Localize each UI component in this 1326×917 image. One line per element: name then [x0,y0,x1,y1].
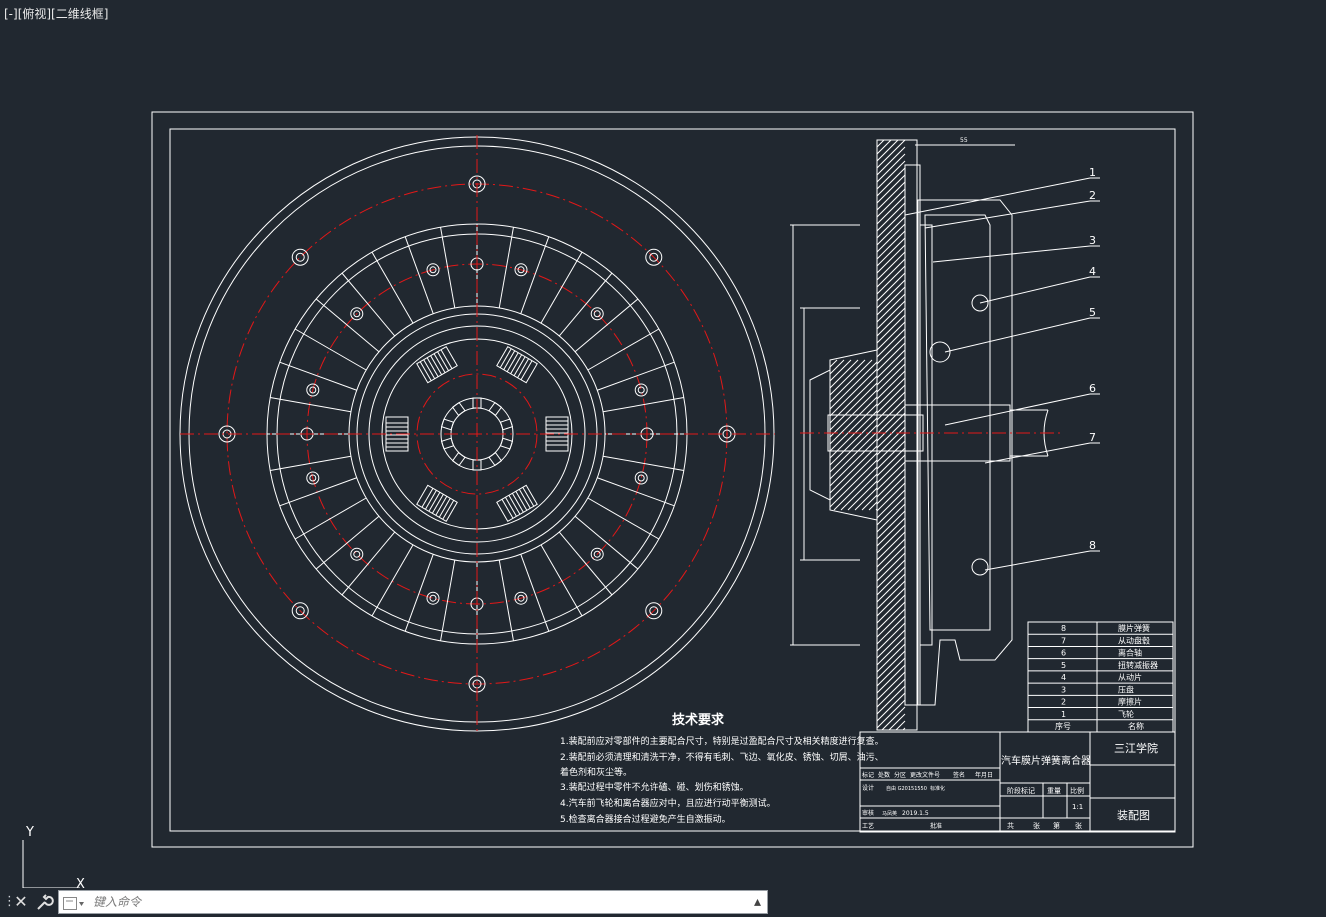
balloon-7: 7 [1089,431,1096,444]
balloon-6: 6 [1089,382,1096,395]
design-label: 设计 [862,784,874,792]
date: 2019.1.5 [902,810,929,817]
stage-label: 阶段标记 [1007,786,1035,795]
command-prompt-icon[interactable] [63,896,85,910]
tech-requirements: 技术要求 1.装配前应对零部件的主要配合尺寸，特别是过盈配合尺寸及相关精度进行复… [560,712,884,825]
balloon-4: 4 [1089,265,1096,278]
parts-list-name: 从动盘毂 [1118,635,1150,645]
tech-req-line: 3.装配过程中零件不允许磕、碰、划伤和锈蚀。 [560,781,749,793]
dim-top: 55 [960,137,968,144]
sheet-inner-border [169,128,1176,832]
parts-list-name: 飞轮 [1118,709,1134,719]
tech-req-line: 5.检查离合器接合过程避免产生自激振动。 [560,813,731,825]
parts-list-no: 1 [1061,710,1066,719]
weight-label: 重量 [1047,787,1061,795]
parts-list-name: 扭转减振器 [1118,660,1158,670]
craft-label: 工艺 [862,822,874,830]
parts-header-name: 名称 [1128,721,1144,731]
parts-list-no: 3 [1061,685,1066,694]
parts-list-no: 4 [1061,673,1066,682]
audit-name: 马凤英 [882,810,897,817]
sheet-text-3: 张 [1075,821,1082,830]
tech-req-line: 1.装配前应对零部件的主要配合尺寸，特别是过盈配合尺寸及相关精度进行复查。 [560,735,884,747]
tech-req-line: 着色剂和灰尘等。 [560,766,632,778]
design-std: 标准化 [930,785,945,792]
sheet-text-1: 张 [1033,821,1040,830]
drawing-title: 汽车膜片弹簧离合器 [1001,754,1091,767]
audit-label: 审核 [862,809,874,817]
parts-list-name: 从动片 [1118,672,1142,682]
tech-req-line: 4.汽车前飞轮和离合器应对中，且应进行动平衡测试。 [560,797,776,809]
title-header-0: 标记 [862,771,874,779]
ucs-y-label: Y [25,825,34,840]
section-view: 55 1 2 3 4 5 6 7 8 [790,137,1100,731]
rivet-holes [300,257,654,611]
command-input[interactable] [93,893,733,911]
parts-list-name: 压盘 [1118,684,1134,694]
drawing-canvas[interactable]: 55 1 2 3 4 5 6 7 8 技术要求 1.装配前应对零部件的主要配合尺寸，特别是过盈… [0,0,1326,888]
wrench-icon[interactable] [33,891,55,913]
sheet-outer-border [151,111,1194,848]
ucs-x-label: X [76,877,85,888]
command-bar: ⋮ ✕ ▴ [0,888,770,916]
damper-springs [385,346,569,522]
balloon-8: 8 [1089,539,1096,552]
design-id: 自由 G20151550 [886,785,927,792]
title-header-1: 处数 [878,771,890,779]
parts-list-name: 离合轴 [1118,648,1142,658]
parts-header-no: 序号 [1055,721,1071,731]
title-header-5: 年月日 [975,771,993,779]
balloon-1: 1 [1089,166,1096,179]
drawing-type: 装配图 [1117,809,1150,822]
ucs-icon: Y X [22,825,85,888]
scale-value: 1:1 [1072,803,1083,811]
balloon-5: 5 [1089,306,1096,319]
parts-list-no: 6 [1061,649,1066,658]
parts-list-no: 7 [1061,636,1066,645]
close-icon[interactable]: ✕ [14,892,28,911]
parts-list-no: 8 [1061,624,1066,633]
outer-bolt-holes [218,175,736,693]
viewport-controls-label[interactable]: [-][俯视][二维线框] [4,7,109,21]
scale-label: 比例 [1070,786,1084,795]
command-bar-grip[interactable]: ⋮ [3,894,16,909]
title-header-4: 签名 [953,771,965,779]
title-block: 汽车膜片弹簧离合器 三江学院 装配图 1:1 阶段标记 重量 比例 标记 处数 … [859,731,1176,833]
tech-req-line: 2.装配前必须清理和清洗干净，不得有毛刺、飞边、氧化皮、锈蚀、切屑、油污、 [560,751,884,763]
sheet-text-0: 共 [1007,821,1014,830]
parts-list-no: 5 [1061,661,1066,670]
title-header-2: 分区 [894,771,906,779]
school-name: 三江学院 [1114,741,1158,755]
parts-list-name: 膜片弹簧 [1118,623,1150,633]
approve-label: 批准 [930,822,942,830]
balloon-3: 3 [1089,234,1096,247]
parts-list-name: 摩擦片 [1118,697,1142,707]
balloon-2: 2 [1089,189,1096,202]
tech-req-title: 技术要求 [672,712,725,728]
hub-splines [440,397,514,471]
sheet-text-2: 第 [1053,821,1060,830]
title-header-3: 更改文件号 [910,771,940,779]
command-input-box: ▴ [58,890,768,914]
front-view [179,135,775,733]
chevron-up-icon[interactable]: ▴ [753,894,761,910]
parts-list-no: 2 [1061,698,1066,707]
